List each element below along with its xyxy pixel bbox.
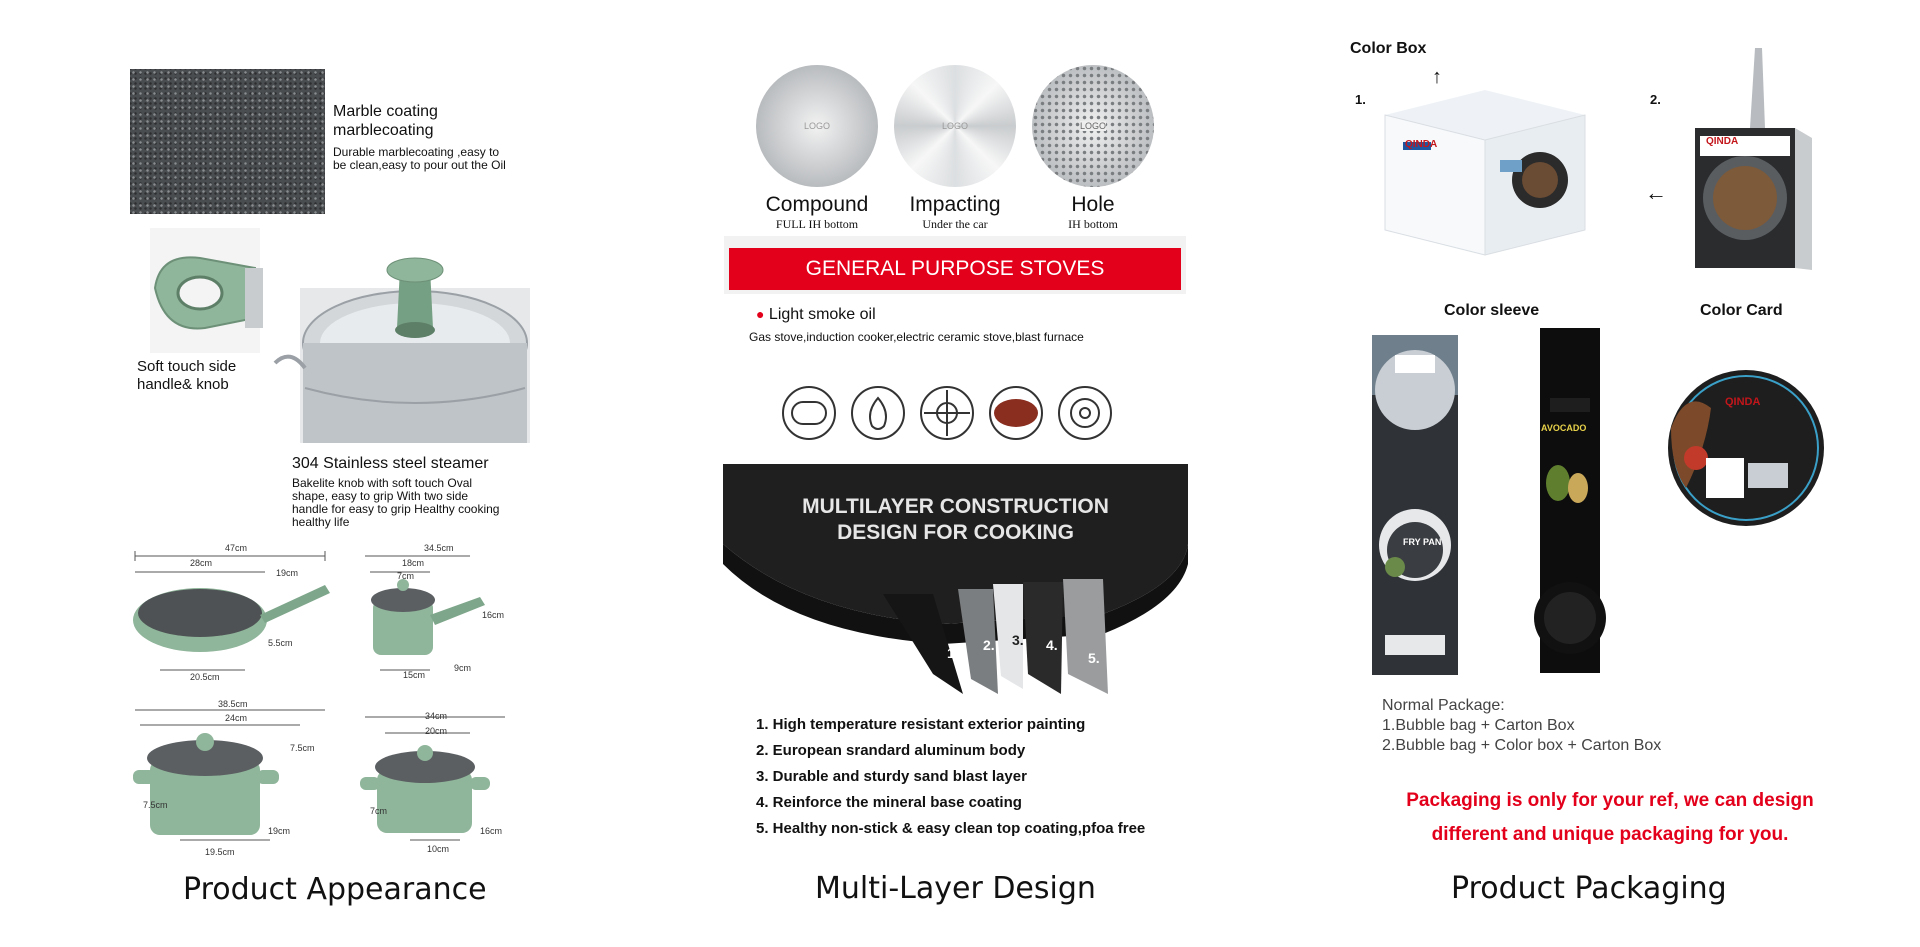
sleeve-avocado-text: AVOCADO <box>1541 423 1587 433</box>
red-bullet-icon: ● <box>756 306 765 322</box>
color-card-label: Color Card <box>1700 302 1783 319</box>
package-number-2: 2. <box>1650 92 1661 107</box>
hotplate-icon <box>1058 386 1112 440</box>
gas-burner-icon <box>920 386 974 440</box>
marble-coating-title: Marble coating marblecoating <box>333 103 438 139</box>
arrow-left-icon: ← <box>1645 180 1667 205</box>
hole-bottom-image: LOGO <box>1032 65 1154 187</box>
color-box-image <box>1384 90 1586 256</box>
list-item: 3. Durable and sturdy sand blast layer <box>756 768 1027 785</box>
multilayer-construction-heading: MULTILAYER CONSTRUCTION DESIGN FOR COOKI… <box>802 495 1109 544</box>
color-card-brand: QINDA <box>1725 396 1761 408</box>
compound-bottom-image: LOGO <box>756 65 878 187</box>
frying-pan-box-image <box>1695 48 1812 270</box>
gas-flame-icon <box>851 386 905 440</box>
marble-coating-desc: Durable marblecoating ,easy to be clean,… <box>333 145 506 172</box>
ceramic-stove-icon <box>989 386 1043 440</box>
color-card-image <box>1668 370 1824 526</box>
caption-product-packaging: Product Packaging <box>1451 871 1727 906</box>
list-item: 5. Healthy non-stick & easy clean top co… <box>756 820 1146 837</box>
packaging-note: Packaging is only for your ref, we can d… <box>1406 790 1814 845</box>
multilayer-pan-illustration <box>723 464 1188 699</box>
stove-icons-row <box>782 386 1112 440</box>
stove-types-text: Gas stove,induction cooker,electric cera… <box>749 330 1084 344</box>
package-number-1: 1. <box>1355 92 1366 107</box>
caption-product-appearance: Product Appearance <box>183 872 487 907</box>
normal-package-info: Normal Package: 1.Bubble bag + Carton Bo… <box>1382 697 1662 754</box>
hole-label: Hole IH bottom <box>1068 193 1118 231</box>
induction-coil-icon <box>782 386 836 440</box>
caption-multi-layer-design: Multi-Layer Design <box>815 871 1096 906</box>
steamer-title: 304 Stainless steel steamer <box>292 455 489 472</box>
light-smoke-oil-bullet: ● Light smoke oil <box>756 306 876 323</box>
general-purpose-stoves-banner: GENERAL PURPOSE STOVES <box>729 248 1181 290</box>
arrow-up-icon: ↑ <box>1432 66 1442 88</box>
impacting-label: Impacting Under the car <box>909 193 1001 231</box>
color-box-brand: QINDA <box>1405 139 1438 150</box>
color-sleeve-label: Color sleeve <box>1444 302 1540 319</box>
layer-feature-list: 1. High temperature resistant exterior p… <box>756 716 1145 846</box>
sleeve-fry-pan-text: FRY PAN <box>1403 537 1442 547</box>
impacting-bottom-image: LOGO <box>894 65 1016 187</box>
steamer-desc: Bakelite knob with soft touch Oval shape… <box>292 476 500 529</box>
compound-label: Compound FULL IH bottom <box>765 193 869 231</box>
handle-knob-label: Soft touch side handle& knob <box>137 358 237 393</box>
color-sleeve-avocado-image <box>1534 328 1606 673</box>
color-box-label: Color Box <box>1350 40 1427 57</box>
marble-coating-swatch <box>130 69 325 214</box>
frying-pan-box-brand: QINDA <box>1706 136 1739 147</box>
color-sleeve-fry-pan-image <box>1372 335 1458 675</box>
product-dimension-drawings <box>133 551 505 841</box>
handle-steamer-image <box>150 228 530 443</box>
list-item: 1. High temperature resistant exterior p… <box>756 716 1086 733</box>
list-item: 4. Reinforce the mineral base coating <box>756 794 1022 811</box>
list-item: 2. European srandard aluminum body <box>756 742 1026 759</box>
